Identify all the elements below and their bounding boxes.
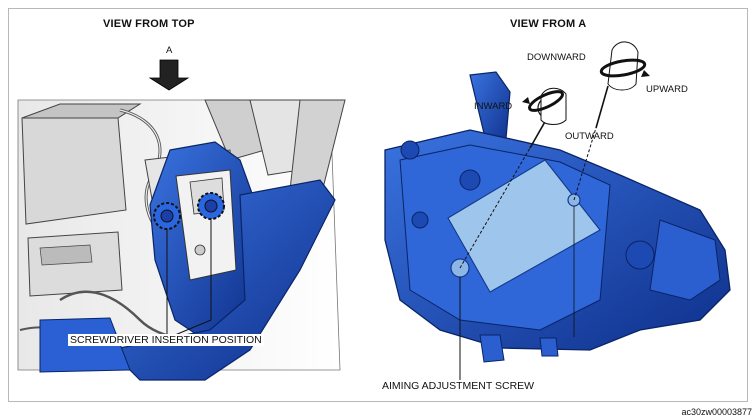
view-from-a-title: VIEW FROM A [510, 18, 587, 30]
view-direction-label: A [166, 45, 173, 56]
view-from-top-title: VIEW FROM TOP [103, 18, 195, 30]
inward-label: INWARD [474, 101, 513, 112]
downward-label: DOWNWARD [527, 52, 586, 63]
outward-label: OUTWARD [565, 131, 614, 142]
screwdriver-insertion-callout: SCREWDRIVER INSERTION POSITION [68, 334, 264, 346]
aiming-adjustment-screw-callout: AIMING ADJUSTMENT SCREW [380, 380, 537, 392]
upward-label: UPWARD [646, 84, 688, 95]
headlamp-rear-view [384, 41, 731, 385]
engine-bay-view [17, 59, 346, 381]
reference-code: ac30zw00003877 [681, 407, 752, 417]
